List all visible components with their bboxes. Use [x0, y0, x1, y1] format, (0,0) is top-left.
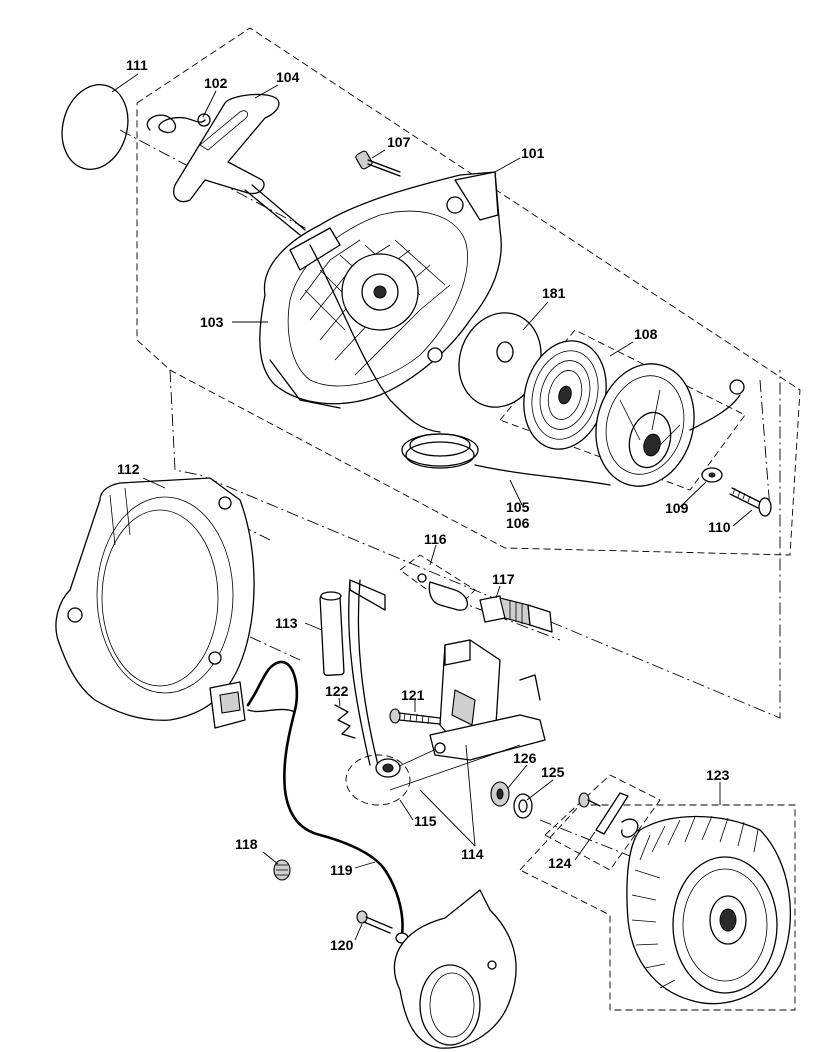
leader-lines: [111, 73, 753, 941]
washer-125: [513, 793, 533, 819]
screw-107: [355, 150, 401, 177]
ignition-module-114: [379, 639, 546, 791]
crankcase-cover: [393, 889, 517, 1049]
tube-113: [319, 591, 345, 676]
callout-109: 109: [665, 500, 689, 516]
pawl-set-124: [578, 792, 639, 838]
callout-117: 117: [492, 571, 515, 587]
callout-106: 106: [506, 515, 530, 531]
spark-plug-117: [479, 595, 553, 633]
ground-bracket-115: [345, 754, 411, 806]
spark-plug-cap-116: [417, 573, 469, 611]
screw-110: [729, 487, 772, 517]
callout-121: 121: [401, 687, 425, 703]
callout-123: 123: [706, 767, 730, 783]
callout-110: 110: [708, 519, 731, 535]
fan-housing-112: [55, 477, 255, 721]
ground-cable-119: [246, 660, 404, 937]
callout-115: 115: [414, 813, 437, 829]
callout-113: 113: [275, 615, 298, 631]
callout-125: 125: [541, 764, 565, 780]
spring-clip-122: [334, 704, 356, 739]
box-116-outline: [399, 554, 476, 611]
callout-119: 119: [330, 862, 353, 878]
callout-104: 104: [276, 69, 300, 85]
callout-122: 122: [325, 683, 349, 699]
rope-end-loop: [689, 379, 745, 431]
callout-112: 112: [117, 461, 140, 477]
screw-121: [389, 708, 441, 725]
rope-pulley: [595, 363, 695, 487]
callout-labels: 111 102 104 107 101 103 181 108 105 106 …: [117, 57, 731, 953]
callout-114: 114: [461, 846, 484, 862]
axis-line: [454, 599, 561, 641]
callout-181: 181: [542, 285, 566, 301]
callout-108: 108: [634, 326, 658, 342]
callout-101: 101: [521, 145, 545, 161]
callout-105: 105: [506, 499, 530, 515]
stop-switch: [209, 681, 246, 729]
callout-116: 116: [424, 531, 447, 547]
starter-group-outline: [136, 27, 801, 556]
rope-knot-102: [146, 113, 211, 134]
callout-107: 107: [387, 134, 411, 150]
box-124-outline: [544, 774, 661, 871]
ignition-group-outline: [169, 369, 781, 719]
callout-120: 120: [330, 937, 354, 953]
bearing-126: [490, 781, 510, 807]
starter-housing-103: [259, 171, 502, 409]
starter-rope-105: [401, 433, 611, 486]
callout-124: 124: [548, 855, 572, 871]
callout-118: 118: [235, 836, 258, 852]
callout-126: 126: [513, 750, 537, 766]
axis-line: [759, 379, 771, 511]
axis-line: [119, 129, 461, 311]
plug-118: [273, 859, 291, 881]
flywheel-123: [626, 815, 791, 1005]
ignition-lead: [349, 579, 386, 611]
starter-handle-104: [173, 93, 306, 236]
starter-rope: [309, 244, 441, 433]
callout-102: 102: [204, 75, 228, 91]
seal-ring-111: [61, 83, 129, 171]
callout-103: 103: [200, 314, 224, 330]
washer-109: [701, 467, 723, 483]
screw-120: [356, 910, 393, 934]
callout-111: 111: [126, 57, 148, 73]
rewind-spring-108: [523, 340, 607, 450]
